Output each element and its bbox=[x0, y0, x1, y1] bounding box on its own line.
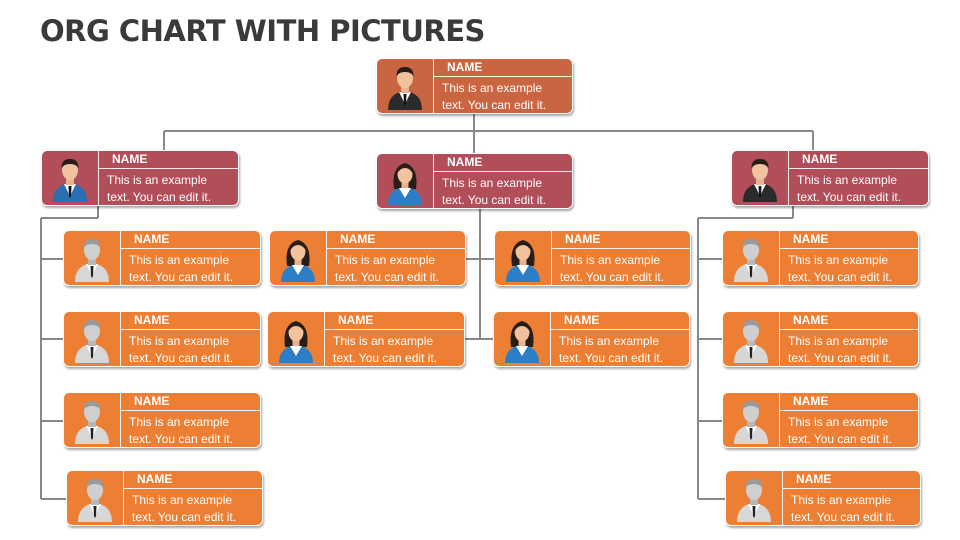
card-name: NAME bbox=[120, 231, 260, 249]
card-name: NAME bbox=[433, 154, 572, 172]
card-name: NAME bbox=[779, 393, 918, 411]
woman-icon bbox=[495, 231, 552, 285]
woman-icon bbox=[270, 231, 327, 285]
card-name: NAME bbox=[551, 231, 690, 249]
gray-man-icon bbox=[723, 312, 780, 366]
card-name: NAME bbox=[779, 312, 918, 330]
card-name: NAME bbox=[120, 393, 260, 411]
gray-man-icon bbox=[64, 231, 121, 285]
card-name: NAME bbox=[326, 231, 465, 249]
card-name: NAME bbox=[782, 471, 920, 489]
businessman-icon bbox=[377, 59, 434, 113]
card-name: NAME bbox=[788, 151, 928, 169]
card-name: NAME bbox=[98, 151, 238, 169]
gray-man-icon bbox=[64, 393, 121, 447]
card-name: NAME bbox=[324, 312, 464, 330]
businesswoman-icon bbox=[377, 154, 434, 208]
card-name: NAME bbox=[779, 231, 918, 249]
page-title: ORG CHART WITH PICTURES bbox=[40, 14, 485, 48]
card-name: NAME bbox=[433, 59, 572, 77]
gray-man-icon bbox=[723, 231, 780, 285]
card-name: NAME bbox=[120, 312, 260, 330]
woman-icon bbox=[268, 312, 325, 366]
businessman-icon bbox=[732, 151, 789, 205]
card-name: NAME bbox=[123, 471, 262, 489]
card-name: NAME bbox=[550, 312, 689, 330]
woman-icon bbox=[494, 312, 551, 366]
gray-man-icon bbox=[67, 471, 124, 525]
gray-man-icon bbox=[726, 471, 783, 525]
gray-man-icon bbox=[64, 312, 121, 366]
gray-man-icon bbox=[723, 393, 780, 447]
businessman-icon bbox=[42, 151, 99, 205]
